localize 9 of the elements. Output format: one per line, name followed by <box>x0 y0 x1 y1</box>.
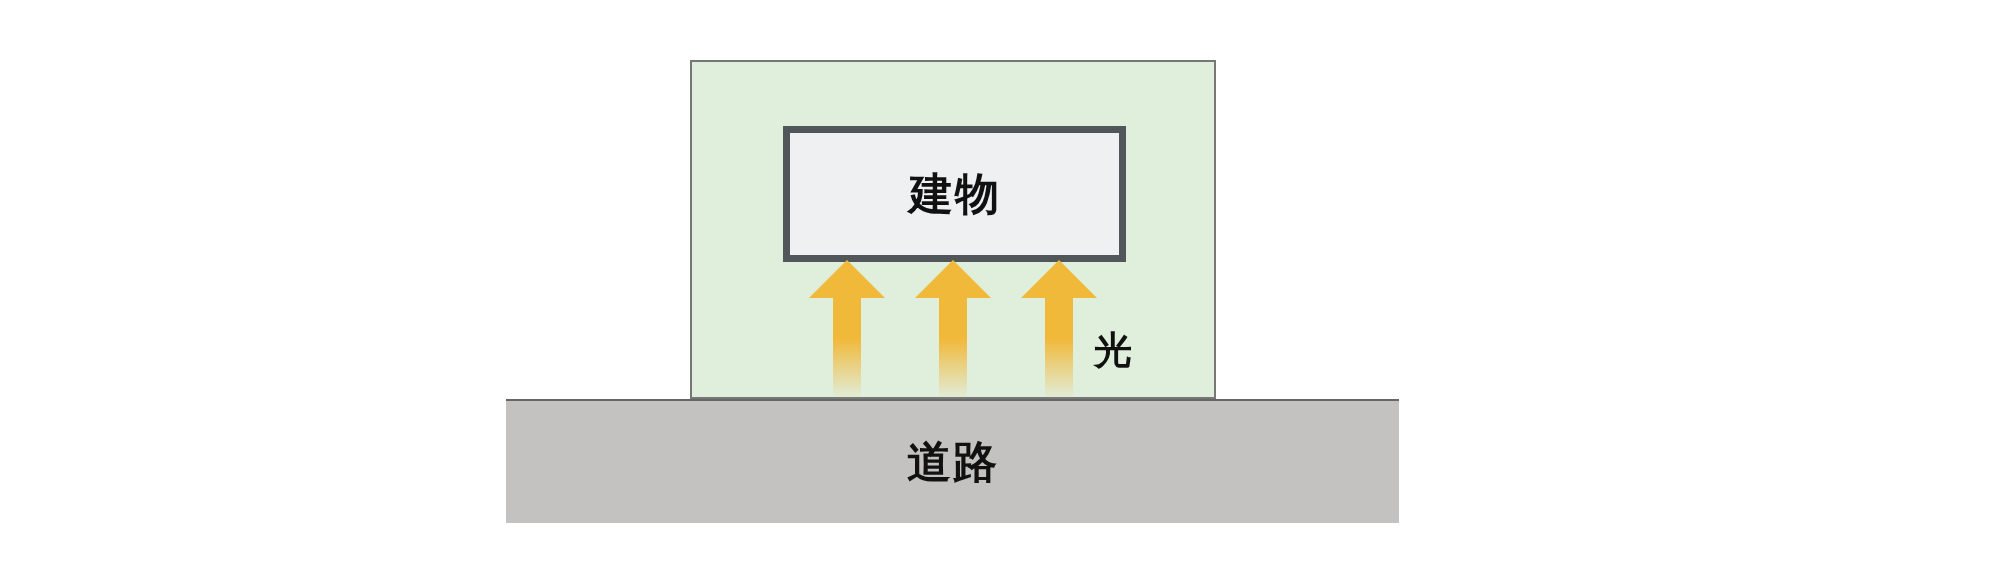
building-label: 建物 <box>908 166 1001 221</box>
light-arrow <box>809 260 885 399</box>
road-band <box>506 399 1399 523</box>
building-box <box>783 126 1126 262</box>
light-arrow <box>915 260 991 399</box>
light-arrow <box>1021 260 1097 399</box>
lot-area <box>690 60 1216 399</box>
road-label: 道路 <box>906 434 999 489</box>
light-label: 光 <box>1094 327 1132 374</box>
